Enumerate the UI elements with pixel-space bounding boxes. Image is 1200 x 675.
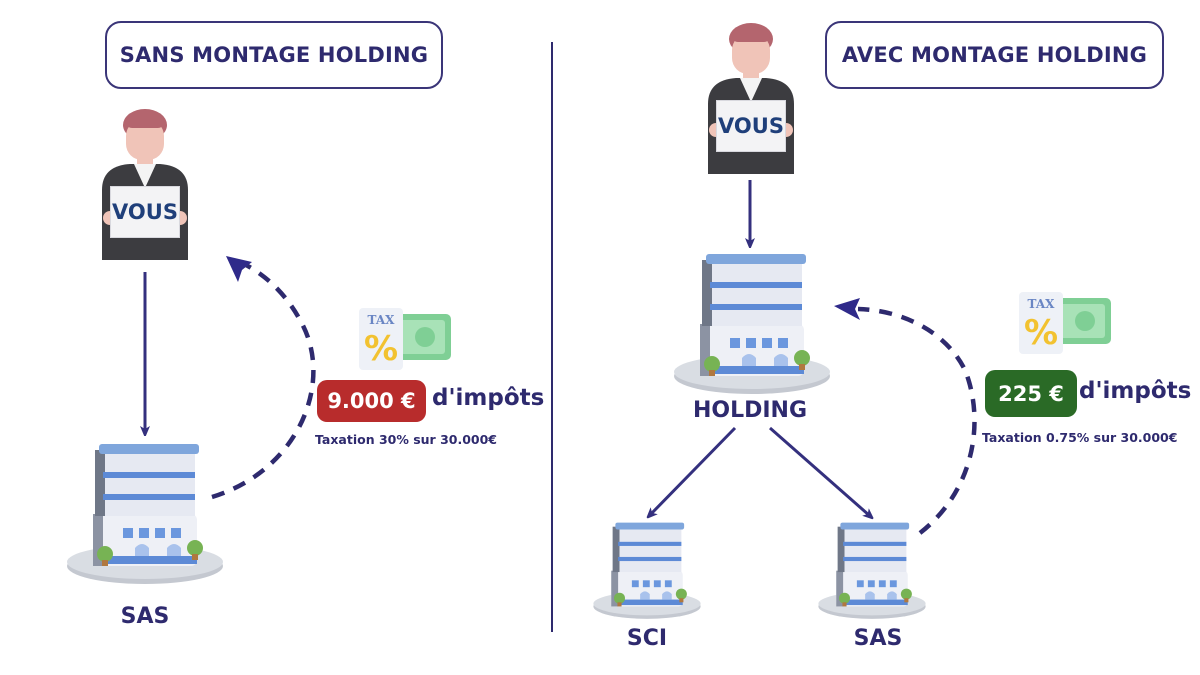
arrow-holding-to-sci (650, 426, 737, 515)
tax-detail-left: Taxation 30% sur 30.000€ (315, 432, 498, 447)
entity-label-sas-right: SAS (853, 626, 903, 651)
left-panel-title: SANS MONTAGE HOLDING (105, 21, 443, 89)
tax-money-icon-right: TAX % (1019, 292, 1111, 354)
arrow-holding-to-sas (769, 426, 870, 516)
arrowhead-right (834, 298, 860, 320)
tax-icon-text-left: TAX (368, 313, 396, 327)
arrowhead-left (226, 256, 252, 282)
building-icon-sas-left (67, 444, 223, 584)
svg-text:%: % (1024, 313, 1058, 353)
svg-text:%: % (364, 329, 398, 369)
right-panel-title: AVEC MONTAGE HOLDING (825, 21, 1164, 89)
tax-detail-right: Taxation 0.75% sur 30.000€ (982, 430, 1178, 445)
vous-sign-left-text: VOUS (112, 200, 178, 224)
dashed-arrow-tax-return-left (211, 259, 316, 500)
tax-icon-text-right: TAX (1028, 297, 1056, 311)
entity-label-sci: SCI (626, 626, 668, 651)
tax-suffix-left: d'impôts (432, 385, 545, 411)
vous-sign-left: VOUS (110, 186, 180, 238)
building-icon-holding (674, 254, 830, 394)
tax-amount-badge-left: 9.000 € (317, 380, 426, 422)
panel-divider (551, 42, 553, 632)
left-title-text: SANS MONTAGE HOLDING (119, 43, 429, 67)
tax-amount-badge-right: 225 € (985, 370, 1077, 417)
entity-label-holding: HOLDING (692, 398, 808, 423)
dashed-arrow-tax-return-right (857, 306, 977, 535)
tax-amount-right: 225 € (998, 381, 1064, 406)
building-icon-sci (593, 522, 701, 619)
vous-sign-right: VOUS (716, 100, 786, 152)
tax-suffix-right: d'impôts (1079, 378, 1192, 404)
tax-amount-left: 9.000 € (327, 389, 416, 413)
entity-label-sas-left: SAS (120, 604, 170, 629)
building-icon-sas-right (818, 522, 926, 619)
tax-money-icon-left: TAX % (359, 308, 451, 370)
right-title-text: AVEC MONTAGE HOLDING (841, 43, 1148, 67)
vous-sign-right-text: VOUS (718, 114, 784, 138)
